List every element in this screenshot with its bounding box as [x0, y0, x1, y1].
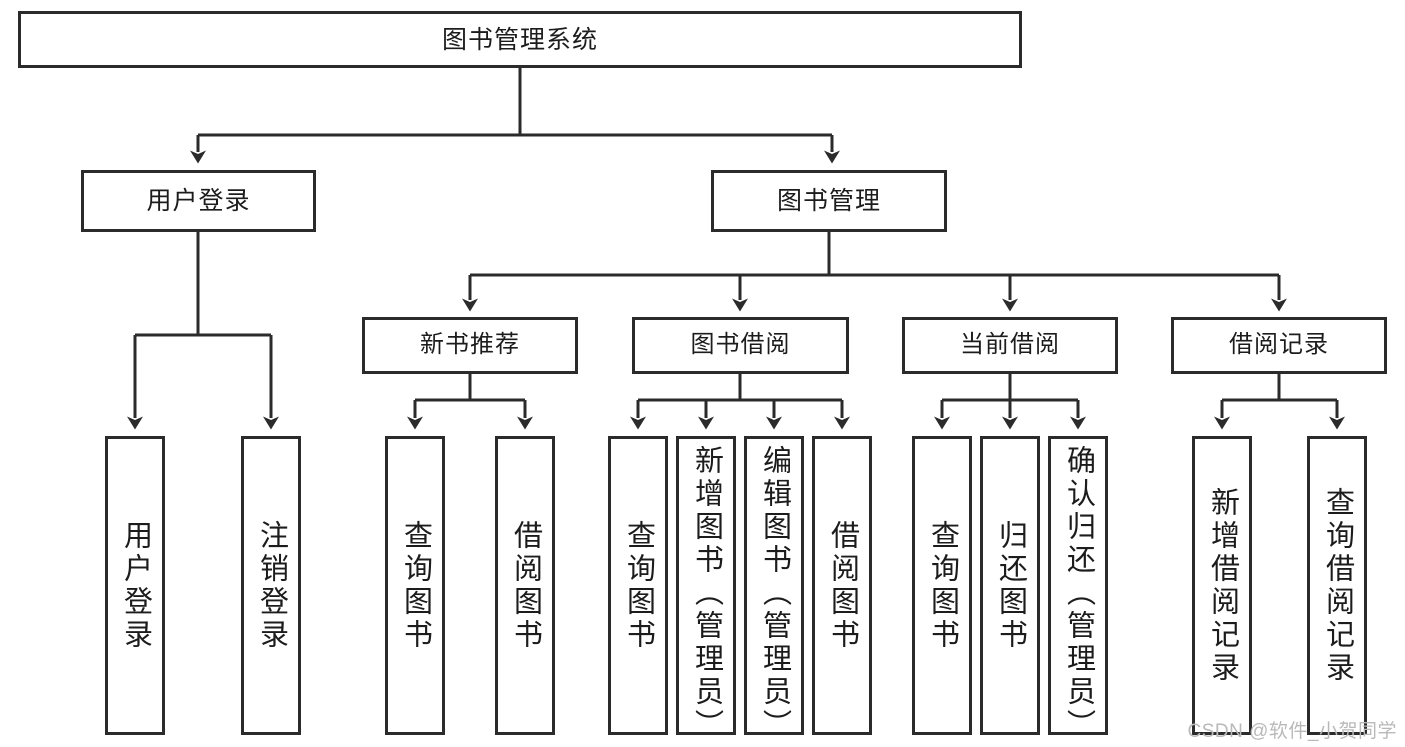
- node-label: 查询图书: [926, 519, 959, 652]
- node-leaf-new-book-borrow[interactable]: 借阅图书: [495, 436, 555, 735]
- node-leaf-borrow-borrow-book[interactable]: 借阅图书: [812, 436, 872, 735]
- node-book-management[interactable]: 图书管理: [711, 170, 947, 232]
- node-label: 用户登录: [119, 519, 152, 652]
- node-leaf-borrow-add-book[interactable]: 新增图书（管理员）: [676, 436, 736, 742]
- node-root-system[interactable]: 图书管理系统: [18, 11, 1022, 68]
- node-leaf-borrow-edit-book[interactable]: 编辑图书（管理员）: [744, 436, 804, 742]
- node-label: 新增借阅记录: [1206, 486, 1239, 685]
- node-label: 编辑图书（管理员）: [758, 445, 791, 742]
- node-label: 归还图书: [994, 519, 1027, 652]
- node-leaf-current-confirm-return[interactable]: 确认归还（管理员）: [1048, 436, 1108, 742]
- node-label: 图书借阅: [690, 331, 791, 359]
- node-label: 借阅图书: [826, 519, 859, 652]
- node-leaf-new-book-query[interactable]: 查询图书: [385, 436, 445, 735]
- node-label: 查询图书: [622, 519, 655, 652]
- node-borrow-record[interactable]: 借阅记录: [1171, 317, 1387, 374]
- node-label: 注销登录: [255, 519, 288, 652]
- node-leaf-borrow-query[interactable]: 查询图书: [608, 436, 668, 735]
- node-leaf-current-return[interactable]: 归还图书: [980, 436, 1040, 735]
- node-leaf-user-login-signout[interactable]: 注销登录: [241, 436, 301, 735]
- node-label: 图书管理系统: [441, 25, 598, 54]
- node-new-book-recommend[interactable]: 新书推荐: [362, 317, 578, 374]
- node-current-borrow[interactable]: 当前借阅: [902, 317, 1118, 374]
- node-label: 查询图书: [399, 519, 432, 652]
- node-leaf-user-login-signin[interactable]: 用户登录: [105, 436, 165, 735]
- node-label: 用户登录: [146, 187, 251, 215]
- node-leaf-record-query[interactable]: 查询借阅记录: [1307, 436, 1367, 735]
- node-label: 新书推荐: [420, 331, 520, 359]
- node-book-borrow[interactable]: 图书借阅: [632, 317, 849, 374]
- node-leaf-current-query[interactable]: 查询图书: [912, 436, 972, 735]
- node-label: 借阅记录: [1229, 331, 1329, 359]
- node-user-login[interactable]: 用户登录: [81, 170, 316, 232]
- node-label: 借阅图书: [509, 519, 542, 652]
- watermark: CSDN @软件_小贺同学: [1187, 721, 1397, 742]
- node-leaf-record-add[interactable]: 新增借阅记录: [1192, 436, 1252, 735]
- node-label: 查询借阅记录: [1321, 486, 1354, 685]
- node-label: 当前借阅: [960, 331, 1060, 359]
- node-label: 确认归还（管理员）: [1062, 445, 1095, 742]
- node-label: 新增图书（管理员）: [690, 445, 723, 742]
- node-label: 图书管理: [776, 187, 881, 215]
